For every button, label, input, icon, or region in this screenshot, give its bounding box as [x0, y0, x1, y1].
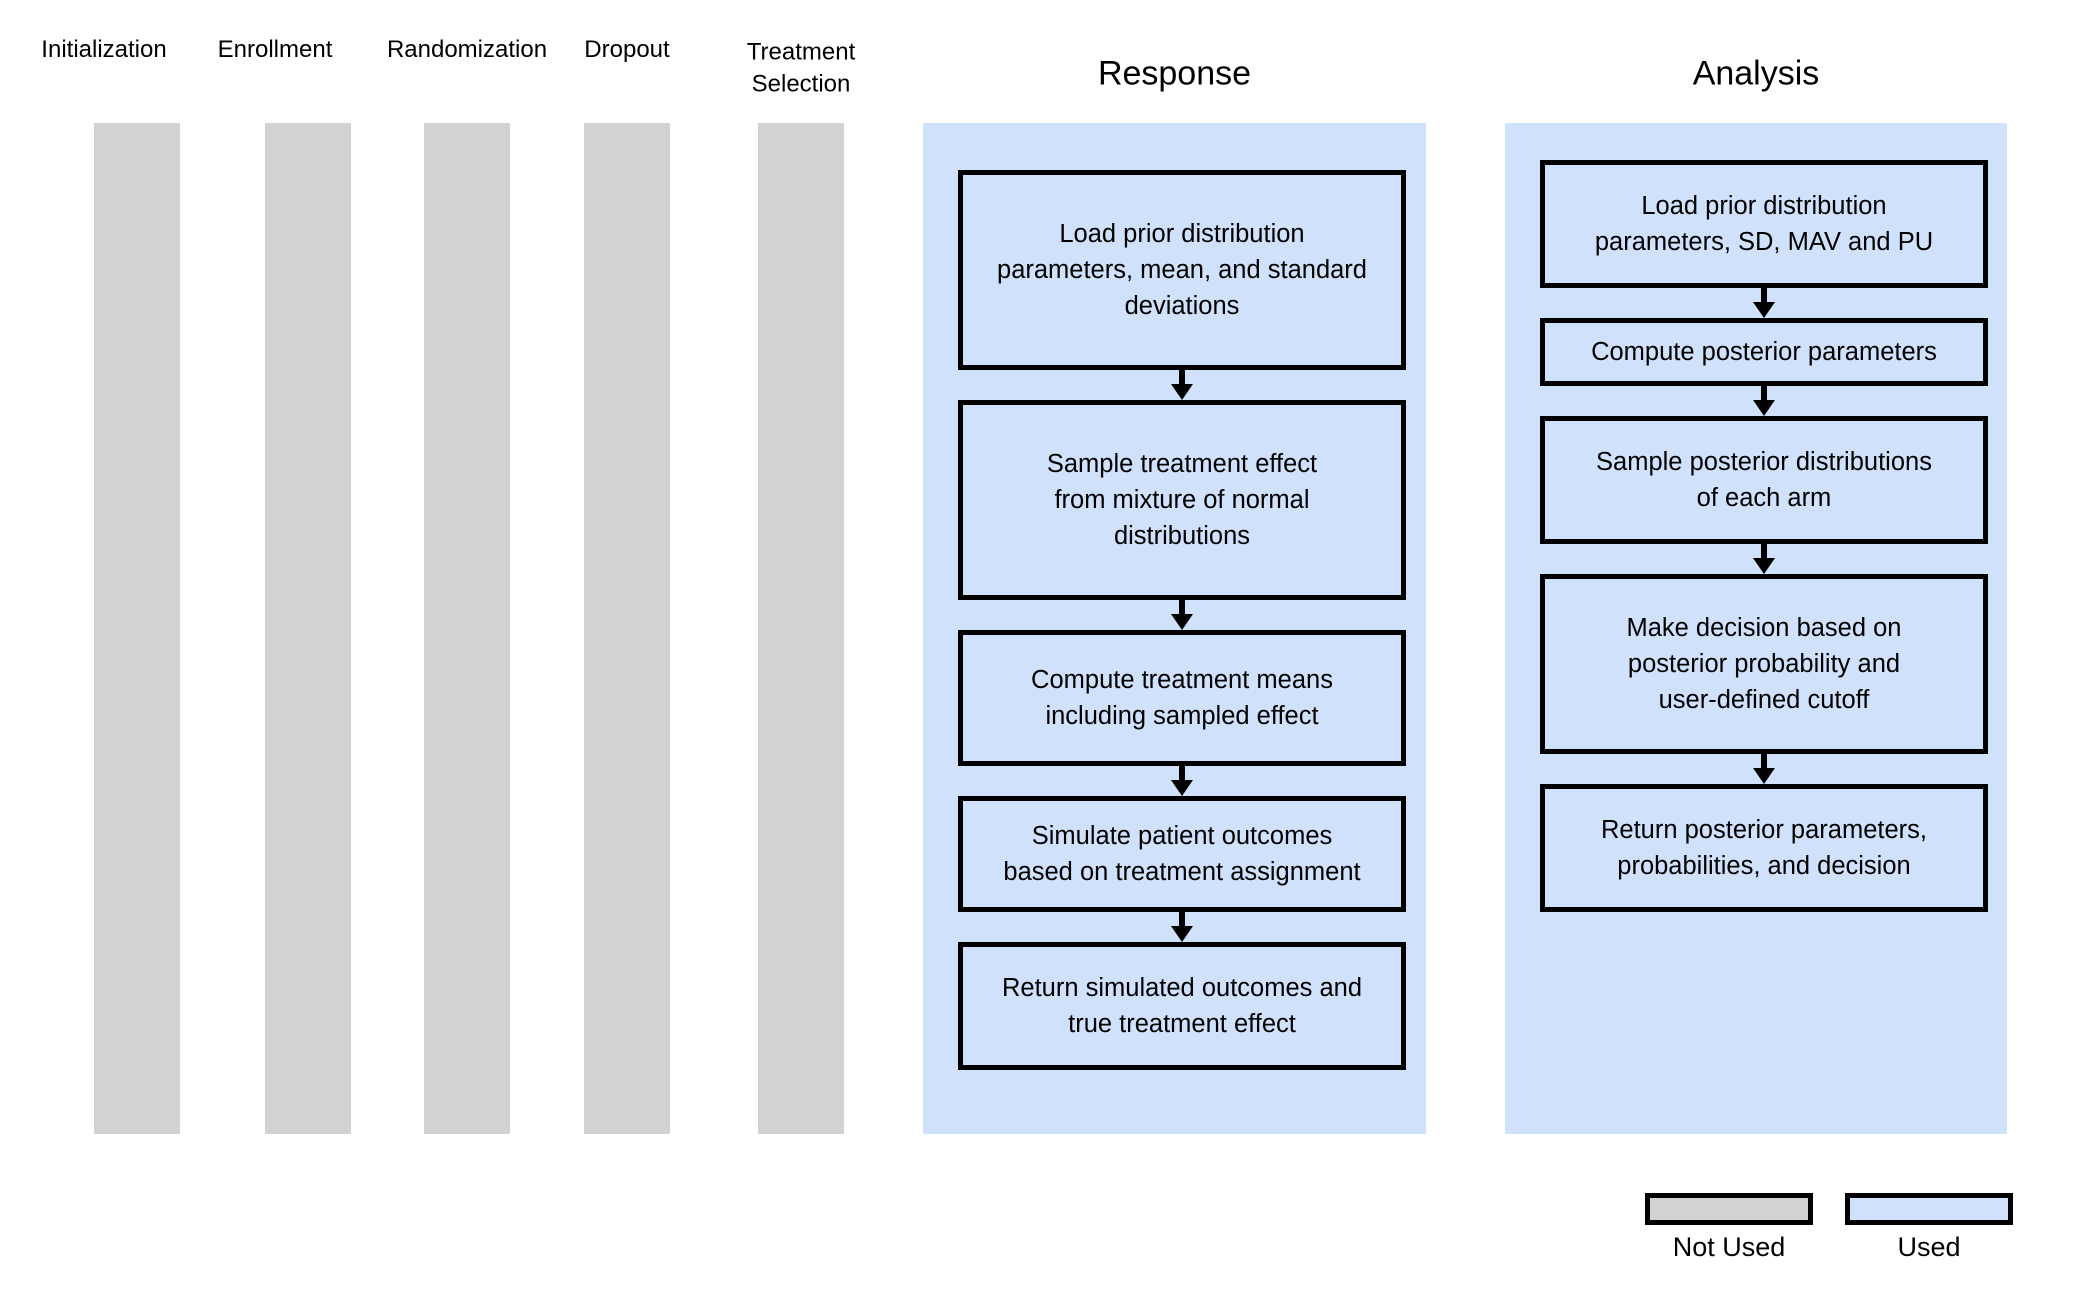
- legend-label-used: Used: [1897, 1232, 1961, 1262]
- stage-bar-enrollment: [265, 123, 351, 1134]
- stage-bar-initialization: [94, 123, 180, 1134]
- stage-label-randomization: Randomization: [386, 36, 548, 64]
- response-step-4[interactable]: Simulate patient outcomes based on treat…: [958, 796, 1406, 912]
- stage-label-initialization: Initialization: [41, 36, 167, 64]
- response-step-2[interactable]: Sample treatment effect from mixture of …: [958, 400, 1406, 600]
- stage-bar-dropout: [584, 123, 670, 1134]
- analysis-step-4[interactable]: Make decision based on posterior probabi…: [1540, 574, 1988, 754]
- response-step-1[interactable]: Load prior distribution parameters, mean…: [958, 170, 1406, 370]
- panel-analysis: Load prior distribution parameters, SD, …: [1505, 123, 2007, 1134]
- legend-swatch-not-used: [1645, 1193, 1813, 1225]
- panel-title-response: Response: [1097, 54, 1252, 93]
- analysis-step-5[interactable]: Return posterior parameters, probabiliti…: [1540, 784, 1988, 912]
- stage-label-enrollment: Enrollment: [217, 36, 333, 64]
- stage-bar-treatment-selection: [758, 123, 844, 1134]
- legend-item-not-used: Not Used: [1645, 1193, 1813, 1263]
- stage-label-treatment-selection: Treatment Selection: [746, 38, 856, 97]
- analysis-step-3[interactable]: Sample posterior distributions of each a…: [1540, 416, 1988, 544]
- legend-swatch-used: [1845, 1193, 2013, 1225]
- panel-response: Load prior distribution parameters, mean…: [923, 123, 1426, 1134]
- analysis-step-1[interactable]: Load prior distribution parameters, SD, …: [1540, 160, 1988, 288]
- stage-bar-randomization: [424, 123, 510, 1134]
- response-step-5[interactable]: Return simulated outcomes and true treat…: [958, 942, 1406, 1070]
- analysis-step-2[interactable]: Compute posterior parameters: [1540, 318, 1988, 386]
- response-step-3[interactable]: Compute treatment means including sample…: [958, 630, 1406, 766]
- panel-title-analysis: Analysis: [1692, 54, 1820, 93]
- stage-label-dropout: Dropout: [584, 36, 670, 64]
- legend-item-used: Used: [1845, 1193, 2013, 1263]
- legend-label-not-used: Not Used: [1672, 1232, 1786, 1262]
